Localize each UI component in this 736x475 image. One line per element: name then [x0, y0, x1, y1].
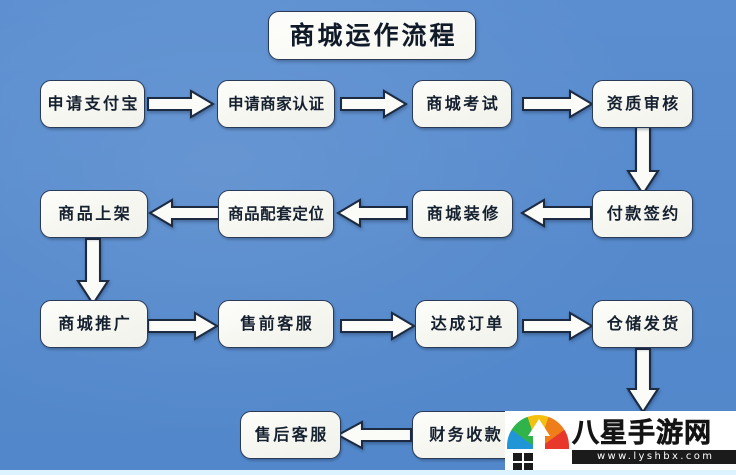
node-apply-merchant[interactable]: 申请商家认证 [217, 80, 335, 128]
arrow-apply-merchant-to-mall-exam [340, 89, 408, 119]
node-label: 财务收款 [429, 425, 504, 444]
site-watermark: 八星手游网 www.lyshbx.com [505, 411, 736, 473]
node-label: 申请商家认证 [227, 94, 325, 114]
watermark-logo-icon [507, 413, 569, 471]
grid-squares-icon [513, 453, 533, 471]
arrow-order-placed-to-warehouse-shipping [522, 311, 594, 341]
watermark-text: 八星手游网 www.lyshbx.com [569, 420, 736, 464]
node-label: 商品上架 [58, 204, 133, 223]
arrow-mall-promotion-to-presale-service [147, 311, 219, 341]
node-label: 商城推广 [58, 314, 133, 333]
arrow-finance-receipt-to-aftersale-service [336, 420, 412, 450]
node-mall-exam[interactable]: 商城考试 [412, 80, 512, 128]
node-warehouse-shipping[interactable]: 仓储发货 [592, 300, 693, 348]
node-qualification-audit[interactable]: 资质审核 [592, 80, 693, 128]
arrow-presale-service-to-order-placed [340, 311, 416, 341]
node-label: 达成订单 [430, 314, 505, 333]
page-title: 商城运作流程 [289, 21, 458, 50]
node-label: 商城考试 [426, 94, 501, 113]
node-order-placed[interactable]: 达成订单 [415, 300, 518, 348]
arrow-warehouse-shipping-to-finance-receipt [626, 348, 660, 414]
node-mall-promotion[interactable]: 商城推广 [40, 300, 148, 348]
node-product-listing[interactable]: 商品上架 [40, 190, 148, 238]
node-label: 仓储发货 [606, 314, 681, 333]
house-body-icon [532, 435, 545, 449]
node-label: 资质审核 [606, 94, 681, 113]
arrow-product-listing-to-mall-promotion [76, 238, 110, 306]
node-mall-decoration[interactable]: 商城装修 [412, 190, 513, 238]
node-label: 商品配套定位 [227, 204, 325, 224]
arrow-product-positioning-to-product-listing [148, 198, 220, 228]
node-label: 申请支付宝 [47, 94, 140, 113]
arrow-qualification-audit-to-payment-contract [626, 126, 660, 196]
node-label: 售后客服 [254, 425, 329, 444]
node-label: 售前客服 [240, 314, 315, 333]
node-payment-contract[interactable]: 付款签约 [592, 190, 693, 238]
watermark-site-url: www.lyshbx.com [572, 450, 736, 464]
house-roof-icon [528, 419, 550, 436]
flowchart-title-box: 商城运作流程 [268, 11, 476, 60]
node-product-positioning[interactable]: 商品配套定位 [218, 190, 334, 238]
arrow-mall-exam-to-qualification-audit [522, 89, 594, 119]
node-finance-receipt[interactable]: 财务收款 [412, 411, 518, 459]
node-label: 商城装修 [426, 204, 501, 223]
arrow-payment-contract-to-mall-decoration [520, 198, 592, 228]
node-aftersale-service[interactable]: 售后客服 [240, 411, 341, 459]
node-label: 付款签约 [606, 204, 681, 223]
bottom-edge-strip [0, 470, 736, 475]
watermark-site-name: 八星手游网 [572, 418, 712, 450]
arrow-apply-alipay-to-apply-merchant [147, 89, 215, 119]
arrow-mall-decoration-to-product-positioning [336, 198, 408, 228]
node-presale-service[interactable]: 售前客服 [218, 300, 334, 348]
node-apply-alipay[interactable]: 申请支付宝 [40, 80, 145, 128]
